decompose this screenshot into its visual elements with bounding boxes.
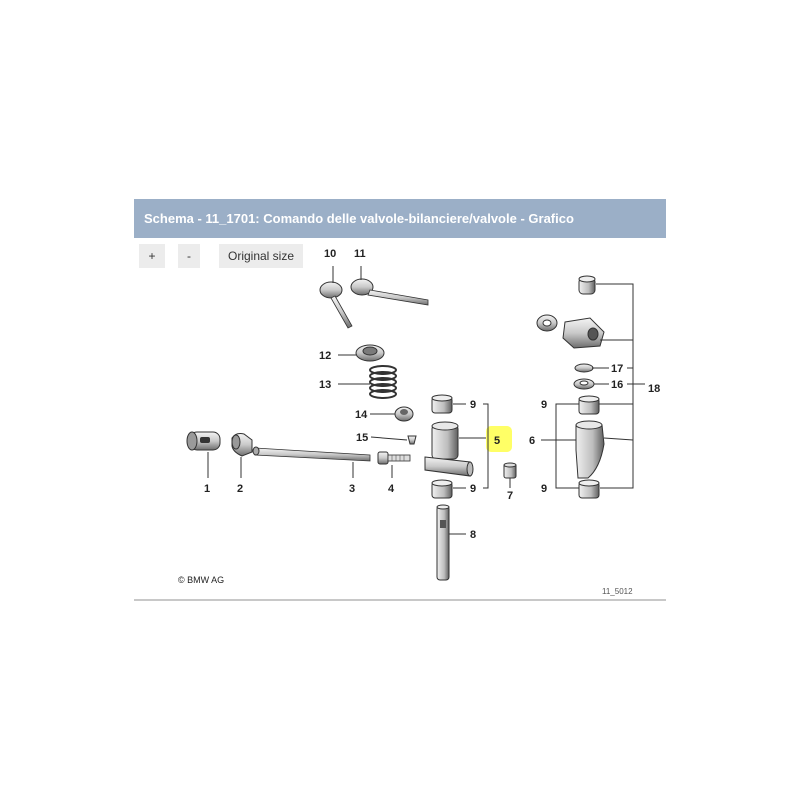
right-washer[interactable]: [536, 314, 558, 332]
callout-14[interactable]: 14: [355, 409, 368, 421]
part-9-bush-upper[interactable]: [431, 394, 453, 414]
callout-17[interactable]: 17: [611, 363, 623, 375]
part-9-right-bush-lower[interactable]: [578, 479, 600, 499]
right-rocker-top[interactable]: [562, 317, 605, 349]
zoom-in-button[interactable]: +: [139, 244, 165, 268]
right-cap[interactable]: [578, 275, 596, 295]
callout-7[interactable]: 7: [507, 490, 513, 502]
callout-2[interactable]: 2: [237, 483, 243, 495]
callout-5[interactable]: 5: [494, 435, 500, 447]
part-14-seal[interactable]: [394, 406, 414, 422]
part-13-spring[interactable]: [369, 365, 397, 399]
figure-id-label: 11_5012: [602, 587, 633, 596]
part-5-rocker-arm[interactable]: [424, 421, 474, 477]
callout-9-right-lower[interactable]: 9: [541, 483, 547, 495]
part-2-bushing[interactable]: [231, 433, 253, 457]
part-8-pin[interactable]: [436, 504, 450, 581]
highlight-marker: [486, 426, 512, 452]
copyright-label: © BMW AG: [178, 575, 224, 585]
part-1-sleeve[interactable]: [186, 431, 221, 451]
callout-13[interactable]: 13: [319, 379, 331, 391]
callout-3[interactable]: 3: [349, 483, 355, 495]
part-12-spring-cap[interactable]: [355, 344, 385, 362]
part-10-valve[interactable]: [319, 281, 353, 329]
part-7-nut[interactable]: [503, 462, 517, 479]
part-17-washer[interactable]: [574, 363, 594, 373]
callout-8[interactable]: 8: [470, 529, 476, 541]
callout-9-center-upper[interactable]: 9: [470, 399, 476, 411]
part-3-shaft[interactable]: [252, 446, 371, 462]
callout-4[interactable]: 4: [388, 483, 395, 495]
callout-15[interactable]: 15: [356, 432, 368, 444]
page-title: Schema - 11_1701: Comando delle valvole-…: [134, 199, 666, 238]
callout-10[interactable]: 10: [324, 248, 336, 260]
callout-6[interactable]: 6: [529, 435, 535, 447]
part-9-bush-lower[interactable]: [431, 479, 453, 499]
part-6-rocker-arm[interactable]: [575, 420, 605, 479]
part-4-bolt[interactable]: [377, 451, 411, 465]
part-11-valve[interactable]: [350, 278, 429, 306]
part-16-shim[interactable]: [573, 378, 595, 390]
callout-1[interactable]: 1: [204, 483, 210, 495]
zoom-out-button[interactable]: -: [178, 244, 200, 268]
callout-18[interactable]: 18: [648, 383, 660, 395]
callout-16[interactable]: 16: [611, 379, 623, 391]
leader-lines: [207, 266, 645, 535]
callout-12[interactable]: 12: [319, 350, 331, 362]
callout-9-right-upper[interactable]: 9: [541, 399, 547, 411]
panel-bottom-border: [134, 599, 666, 601]
original-size-button[interactable]: Original size: [219, 244, 303, 268]
part-15-keeper[interactable]: [407, 435, 417, 445]
part-9-right-bush-upper[interactable]: [578, 395, 600, 415]
callout-11[interactable]: 11: [354, 248, 366, 260]
callout-9-center-lower[interactable]: 9: [470, 483, 476, 495]
